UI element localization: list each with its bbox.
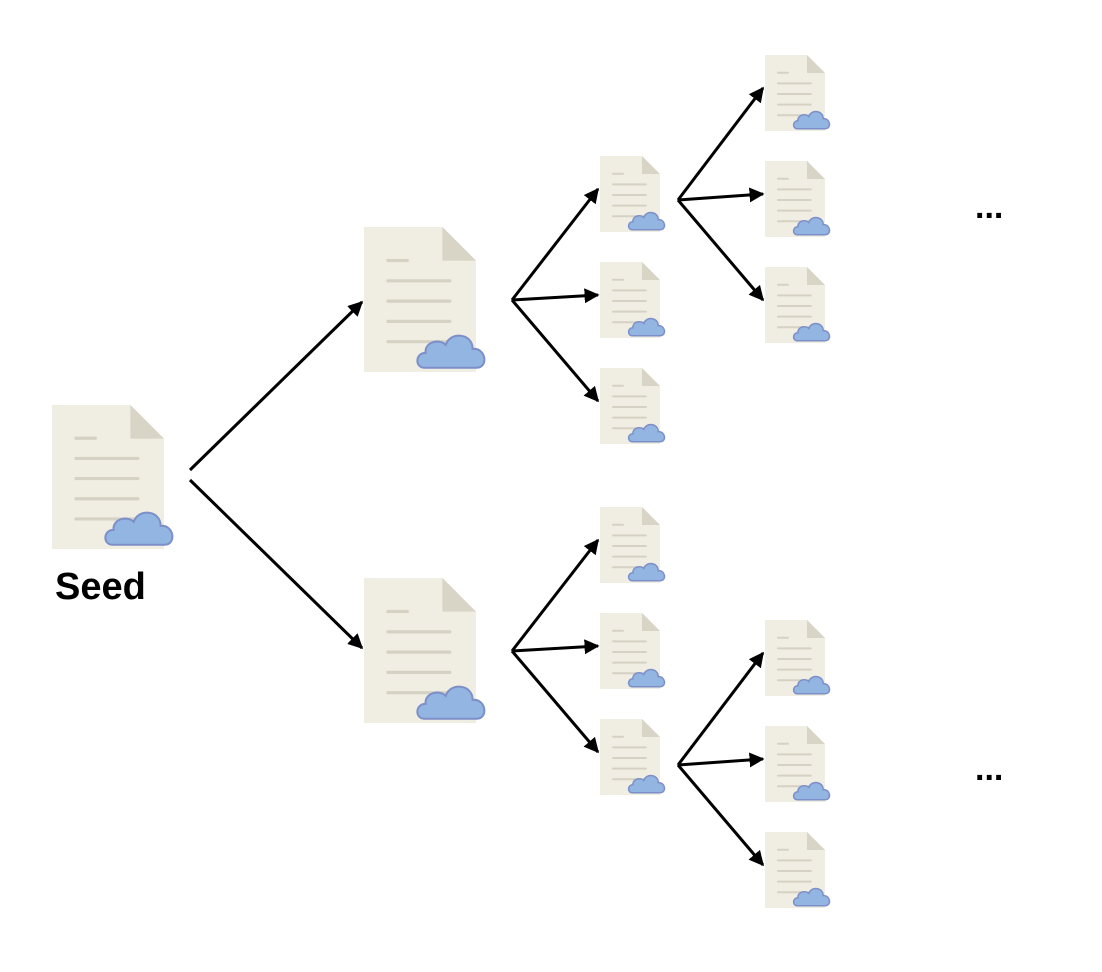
document-cloud-icon (600, 719, 666, 795)
seed-label: Seed (55, 566, 146, 608)
arrow-edge (676, 764, 765, 867)
edges-layer (188, 86, 765, 867)
document-cloud-icon (765, 267, 831, 343)
arrow-edge (510, 650, 600, 754)
document-cloud-icon (600, 613, 666, 689)
arrow-edge (676, 86, 765, 201)
arrow-edge (511, 639, 600, 655)
document-cloud-icon (52, 405, 174, 549)
arrow-edge (510, 187, 600, 301)
document-cloud-icon (765, 726, 831, 802)
document-cloud-icon (765, 620, 831, 696)
arrow-edge (677, 187, 765, 203)
document-cloud-icon (600, 262, 666, 338)
document-cloud-icon (600, 507, 666, 583)
arrow-edge (511, 288, 600, 304)
document-cloud-icon (765, 161, 831, 237)
continuation-ellipsis-top: ... (975, 188, 1003, 226)
document-cloud-icon (364, 227, 486, 372)
document-cloud-icon (600, 156, 666, 232)
arrow-edge (676, 199, 765, 302)
arrow-edge (188, 478, 364, 650)
arrow-edge (676, 651, 765, 766)
nodes-layer (52, 55, 831, 908)
document-cloud-icon (364, 578, 486, 723)
document-cloud-icon (600, 368, 666, 444)
document-cloud-icon (765, 832, 831, 908)
arrow-edge (510, 538, 600, 652)
arrow-edge (188, 300, 364, 472)
document-cloud-icon (765, 55, 831, 131)
arrow-edge (677, 752, 765, 768)
arrow-edge (510, 299, 600, 403)
continuation-ellipsis-bottom: ... (975, 750, 1003, 788)
